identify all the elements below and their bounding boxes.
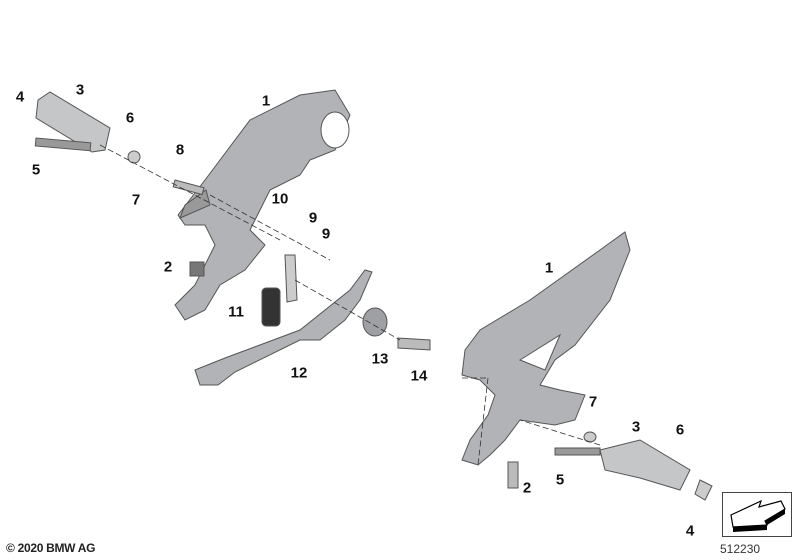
- copyright-text: © 2020 BMW AG: [6, 541, 96, 555]
- left-bracket-part: [174, 89, 351, 321]
- navigation-arrow-button[interactable]: [722, 492, 792, 537]
- part-callout-1-left[interactable]: 1: [261, 92, 271, 110]
- part-callout-7-left[interactable]: 7: [131, 191, 141, 209]
- part-callout-14-left[interactable]: 14: [410, 367, 428, 385]
- part-callout-8-left[interactable]: 8: [175, 141, 185, 159]
- part-callout-6-left[interactable]: 6: [125, 109, 135, 127]
- part-callout-3-right[interactable]: 3: [631, 418, 641, 436]
- part-callout-9-left[interactable]: 9: [321, 225, 331, 243]
- left-footpeg-part: [35, 91, 111, 153]
- part-callout-7-right[interactable]: 7: [588, 393, 598, 411]
- part-callout-5-left[interactable]: 5: [31, 161, 41, 179]
- part-callout-5-right[interactable]: 5: [555, 471, 565, 489]
- part-callout-13-left[interactable]: 13: [371, 350, 389, 368]
- part-callout-6-right[interactable]: 6: [675, 421, 685, 439]
- right-footpeg-part: [599, 439, 691, 491]
- part-callout-1-right[interactable]: 1: [544, 259, 554, 277]
- part-callout-9-left[interactable]: 9: [308, 209, 318, 227]
- part-callout-11-left[interactable]: 11: [228, 303, 244, 321]
- part-callout-2-left[interactable]: 2: [163, 258, 173, 276]
- part-callout-3-left[interactable]: 3: [75, 81, 85, 99]
- part-callout-10-left[interactable]: 10: [271, 190, 289, 208]
- shift-lever-part: [194, 269, 373, 386]
- diagram-number: 512230: [720, 542, 761, 556]
- part-callout-12-left[interactable]: 12: [290, 364, 308, 382]
- part-callout-4-left[interactable]: 4: [15, 88, 25, 106]
- arrow-back-icon: [730, 499, 786, 532]
- part-callout-2-right[interactable]: 2: [522, 479, 532, 497]
- part-callout-4-right[interactable]: 4: [685, 522, 695, 540]
